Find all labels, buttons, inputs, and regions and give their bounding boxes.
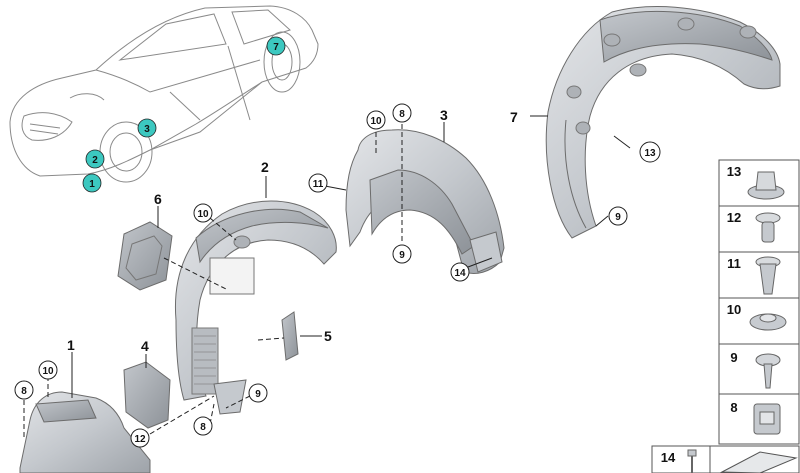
- callout-9-mid[interactable]: 9: [392, 244, 412, 264]
- part-label-1: 1: [67, 337, 75, 353]
- expansion-rivet-icon[interactable]: [755, 256, 781, 295]
- callout-9-right-label: 9: [615, 212, 621, 223]
- part-label-2: 2: [261, 159, 269, 175]
- fastener-11-label: 11: [727, 256, 741, 271]
- part-label-4: 4: [141, 338, 149, 354]
- callout-9-bottom-label: 9: [255, 389, 261, 400]
- callout-8-bottom-label: 8: [200, 422, 206, 433]
- car-callout-1[interactable]: 1: [82, 173, 102, 193]
- washer-nut-icon[interactable]: [749, 313, 787, 331]
- callout-13-label: 13: [644, 148, 656, 159]
- part-label-7: 7: [510, 109, 518, 125]
- callout-10-top[interactable]: 10: [366, 110, 386, 130]
- clip-nut-icon[interactable]: [753, 403, 781, 435]
- fastener-12-label: 12: [727, 210, 741, 225]
- hex-nut-icon[interactable]: [747, 171, 785, 200]
- car-callout-1-label: 1: [89, 179, 95, 190]
- callout-12[interactable]: 12: [130, 428, 150, 448]
- callout-9-bottom[interactable]: 9: [248, 383, 268, 403]
- car-outline: [9, 5, 319, 183]
- part-label-5: 5: [324, 328, 332, 344]
- callout-14-label: 14: [454, 268, 466, 279]
- cover-plate[interactable]: [123, 361, 171, 429]
- callout-13[interactable]: 13: [639, 141, 661, 163]
- fastener-bottom-row: 14: [651, 445, 800, 473]
- screw-icon[interactable]: [755, 353, 781, 389]
- callout-8-left-label: 8: [21, 386, 27, 397]
- fastener-8-label: 8: [730, 400, 737, 415]
- stud-icon[interactable]: [687, 449, 697, 473]
- car-callout-3-label: 3: [144, 124, 150, 135]
- rear-wheel-arch-liner[interactable]: [545, 6, 781, 239]
- car-callout-7-label: 7: [273, 42, 279, 53]
- callout-10-left-label: 10: [42, 366, 54, 377]
- callout-8-bottom[interactable]: 8: [193, 416, 213, 436]
- callout-10-left[interactable]: 10: [38, 360, 58, 380]
- callout-12-label: 12: [134, 434, 146, 445]
- leader-lines: [23, 115, 631, 440]
- car-callout-7[interactable]: 7: [266, 36, 286, 56]
- callout-11-label: 11: [313, 179, 324, 190]
- car-callout-2-label: 2: [92, 155, 98, 166]
- callout-10-top-label: 10: [370, 116, 382, 127]
- fastener-13-label: 13: [727, 164, 741, 179]
- fastener-table: 13 12 11 10 9 8: [718, 159, 800, 445]
- callout-9-right[interactable]: 9: [608, 206, 628, 226]
- lower-liner[interactable]: [19, 391, 151, 473]
- fastener-10-label: 10: [727, 302, 741, 317]
- callout-8-top-label: 8: [399, 109, 405, 120]
- part-label-3: 3: [440, 107, 448, 123]
- car-callout-3[interactable]: 3: [137, 118, 157, 138]
- front-wheel-arch-liner[interactable]: [174, 200, 337, 415]
- fastener-14-label: 14: [661, 450, 676, 465]
- push-clip-icon[interactable]: [755, 212, 781, 243]
- access-cover[interactable]: [117, 221, 173, 291]
- bracket[interactable]: [281, 311, 299, 361]
- callout-14[interactable]: 14: [450, 262, 470, 282]
- car-callout-2[interactable]: 2: [85, 149, 105, 169]
- callout-10-center-label: 10: [197, 209, 209, 220]
- callout-11[interactable]: 11: [308, 173, 328, 193]
- callout-9-mid-label: 9: [399, 250, 405, 261]
- callout-10-center[interactable]: 10: [193, 203, 213, 223]
- callout-8-top[interactable]: 8: [392, 103, 412, 123]
- part-label-6: 6: [154, 191, 162, 207]
- front-liner-rear-section[interactable]: [345, 129, 505, 275]
- callout-8-left[interactable]: 8: [14, 380, 34, 400]
- fastener-9-label: 9: [730, 350, 737, 365]
